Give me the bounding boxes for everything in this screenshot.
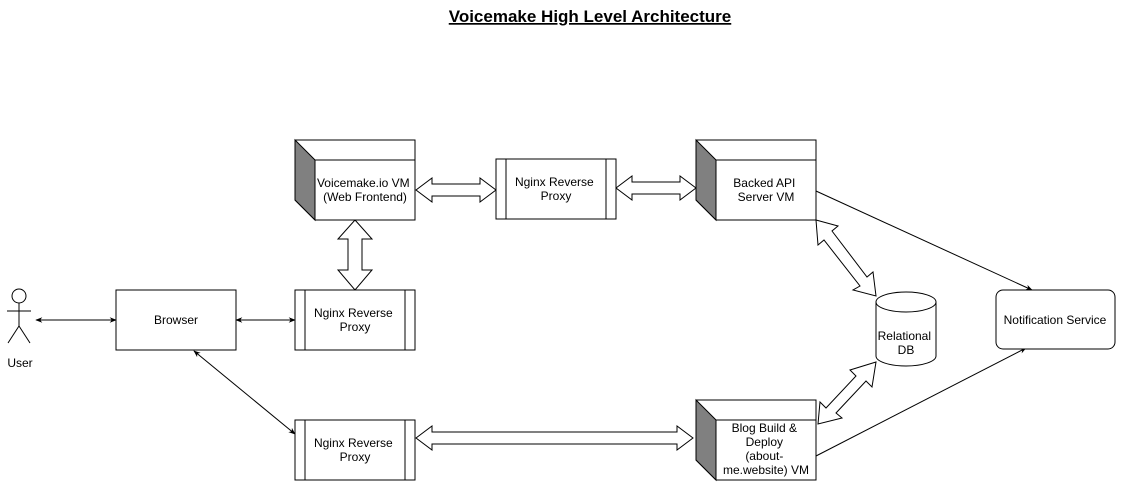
browser-box xyxy=(115,289,237,351)
nginx-top-box xyxy=(495,158,617,220)
backend-vm-box xyxy=(695,138,817,222)
flow-arrow-frontend-nginx-browser xyxy=(336,219,374,291)
flow-arrow-nginx-backend xyxy=(615,175,697,201)
nginx-browser-box xyxy=(294,289,416,351)
database-cylinder-icon xyxy=(875,291,937,367)
nginx-bottom-box xyxy=(294,419,416,481)
connector-browser-nginx-bottom xyxy=(193,350,296,435)
frontend-vm-label: Voicemake.io VM (Web Frontend) xyxy=(317,176,413,204)
connector-backend-notification xyxy=(815,190,1033,291)
user-label: User xyxy=(7,356,32,370)
blog-vm-label: Blog Build & Deploy (about- me.website) … xyxy=(723,421,809,477)
notification-service-label: Notification Service xyxy=(1004,313,1107,327)
browser-label: Browser xyxy=(154,313,198,327)
nginx-bottom-label: Nginx Reverse Proxy xyxy=(314,436,396,464)
flow-arrow-nginx-blog xyxy=(415,425,694,451)
frontend-vm-box xyxy=(294,138,416,222)
diagram-title: Voicemake High Level Architecture xyxy=(449,7,732,26)
backend-vm-label: Backed API Server VM xyxy=(733,176,798,204)
flow-arrow-blog-db xyxy=(817,361,877,425)
blog-vm-box xyxy=(695,398,817,482)
connector-blog-notification xyxy=(815,347,1027,457)
nginx-browser-label: Nginx Reverse Proxy xyxy=(314,306,396,334)
user-actor-icon xyxy=(7,288,31,344)
notification-service-box xyxy=(995,289,1116,350)
database-label: Relational DB xyxy=(878,329,935,357)
nginx-top-label: Nginx Reverse Proxy xyxy=(515,175,597,203)
flow-arrow-frontend-nginx-top xyxy=(415,177,497,203)
flow-arrow-backend-db xyxy=(815,219,877,297)
